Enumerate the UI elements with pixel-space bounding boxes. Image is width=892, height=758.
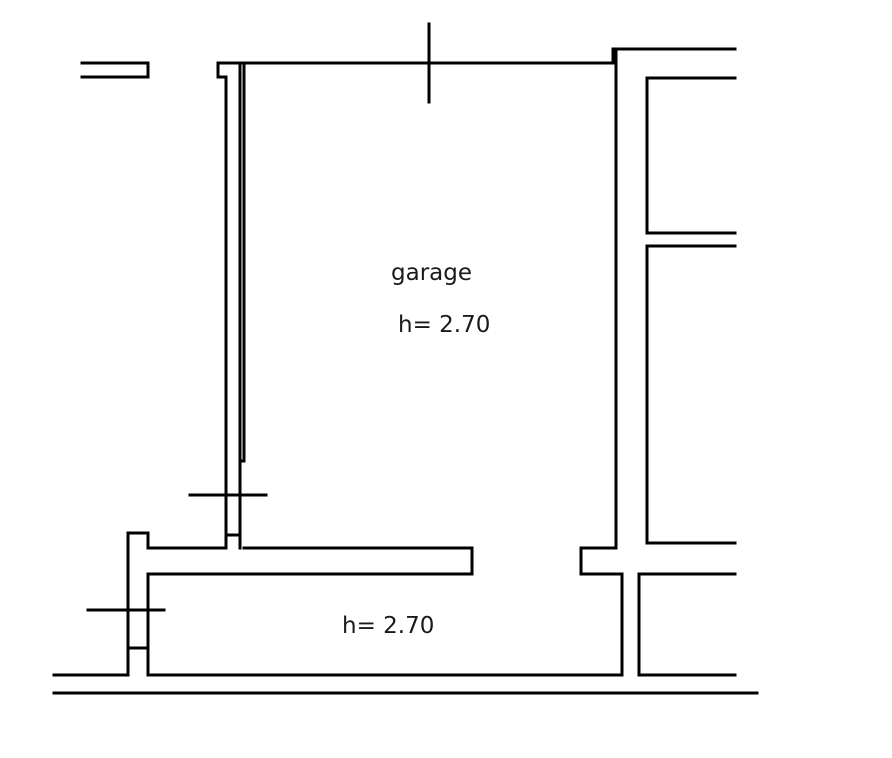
bottom-wall <box>52 673 759 695</box>
top-wall <box>80 61 615 79</box>
middle-wall <box>146 533 474 576</box>
garage-room-height: h= 2.70 <box>398 312 490 338</box>
door-marks <box>86 22 431 612</box>
lower-left-wall <box>126 531 150 677</box>
left-partition-wall <box>224 61 246 550</box>
right-wall <box>579 47 737 677</box>
lower-room-height: h= 2.70 <box>342 613 434 639</box>
garage-room-name: garage <box>391 260 472 286</box>
